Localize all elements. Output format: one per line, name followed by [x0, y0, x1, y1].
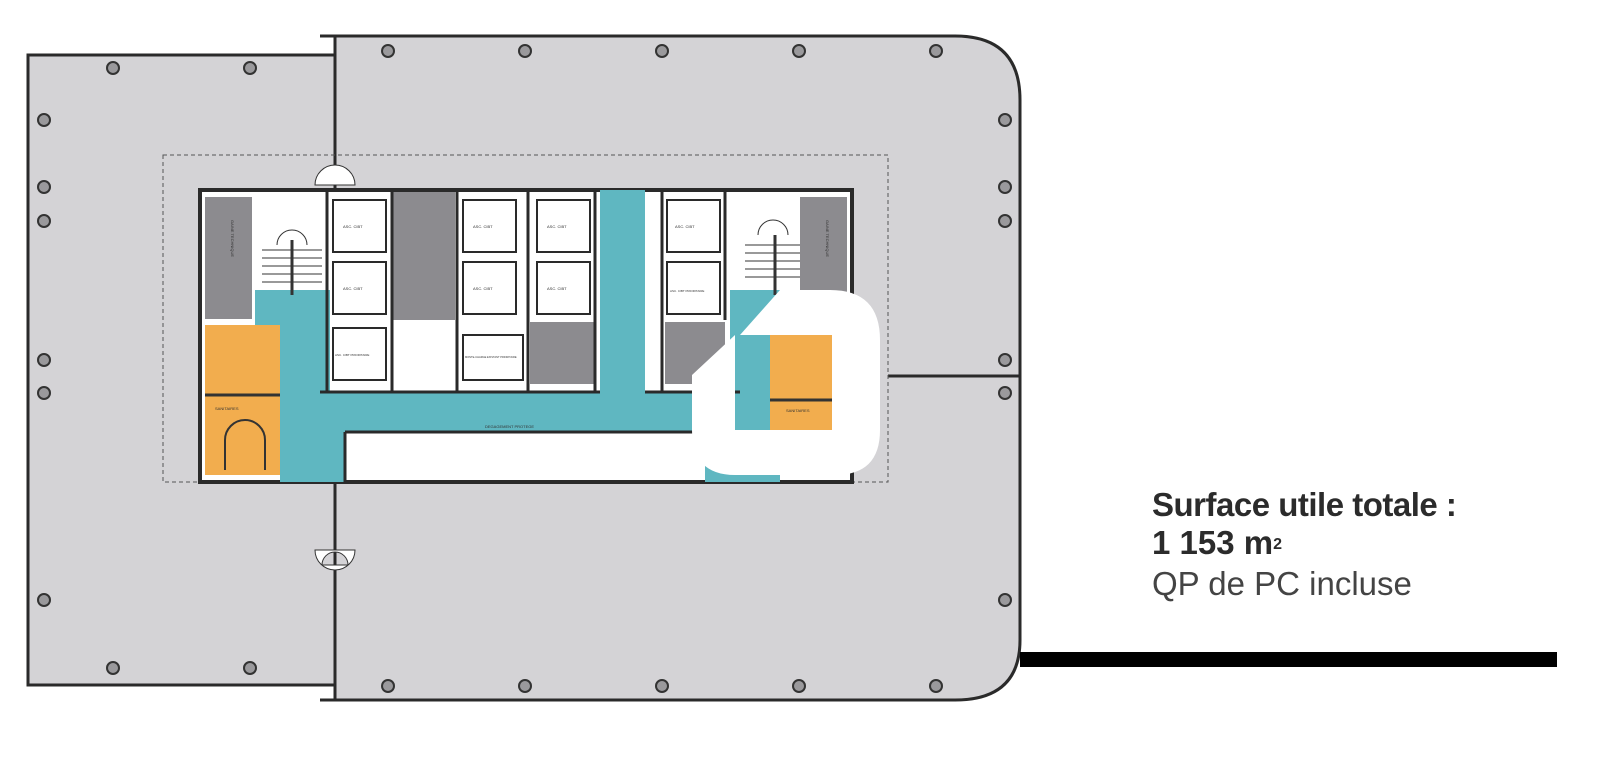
shaft-label: GAINE TECHNIQUE [230, 220, 235, 257]
freight-elevator-label: MONTE-CHARGE EXISTANT PRIORITAIRE [465, 355, 517, 359]
elevator-label: ASC. CIBT [547, 286, 567, 291]
baseline-bar [1020, 652, 1557, 667]
structural-columns [37, 44, 1012, 693]
surface-area-unit: 2 [1273, 536, 1282, 553]
staircase-left [262, 229, 322, 295]
surface-summary: Surface utile totale : 1 153 m2 QP de PC… [1152, 486, 1457, 606]
elevator-label: ASC. CIBT [675, 224, 695, 229]
logo-icon [692, 290, 880, 475]
elevator-priority-label: ASC. CIBT PRIORITAIRE [335, 353, 369, 357]
protected-corridor-label: DEGAGEMENT PROTEGE [485, 424, 534, 429]
sanitary-label: SANITAIRES [215, 406, 239, 411]
building-core: ASC. CIBT ASC. CIBT ASC. CIBT ASC. CIBT … [198, 188, 854, 484]
staircase-right [745, 219, 800, 295]
sanitary-label: SANITAIRES [786, 408, 810, 413]
shaft-label: GAINE TECHNIQUE [825, 220, 830, 257]
door-icon [314, 164, 356, 186]
surface-note: QP de PC incluse [1152, 565, 1412, 602]
elevator-label: ASC. CIBT [343, 286, 363, 291]
elevator-label: ASC. CIBT [343, 224, 363, 229]
surface-area: 1 153 m2 [1152, 524, 1456, 562]
surface-title: Surface utile totale : [1152, 486, 1457, 523]
surface-area-value: 1 153 m [1152, 524, 1274, 561]
elevator-label: ASC. CIBT [547, 224, 567, 229]
sanitary-left [205, 325, 280, 475]
door-icon [314, 549, 356, 571]
elevator-priority-label: ASC. CIBT PRIORITAIRE [670, 289, 704, 293]
elevator-cabins [332, 199, 721, 381]
elevator-label: ASC. CIBT [473, 224, 493, 229]
elevator-label: ASC. CIBT [473, 286, 493, 291]
